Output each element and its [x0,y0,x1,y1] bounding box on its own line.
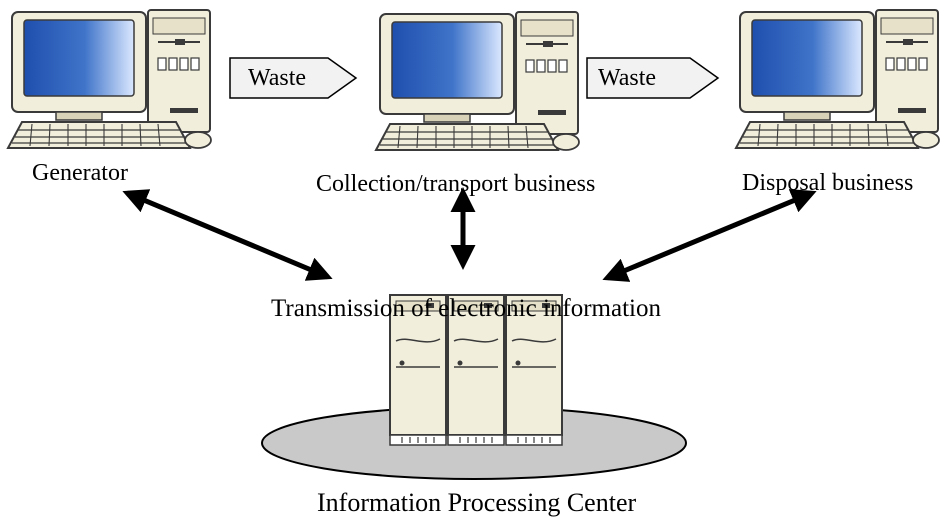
generator-label: Generator [32,160,128,186]
collection-transport-label: Collection/transport business [316,171,596,197]
transmission-label: Transmission of electronic information [271,295,661,322]
waste-flow-arrow-1 [229,57,358,99]
waste-flow-arrow-2 [586,57,720,99]
transmission-arrow-disposal [602,189,817,282]
transmission-arrow-generator [122,189,333,281]
desktop-computer-icon [735,9,940,149]
information-processing-center-label: Information Processing Center [317,488,637,517]
desktop-computer-icon [375,11,580,151]
waste-flow-label-1: Waste [248,65,307,91]
waste-flow-label-2: Waste [598,65,657,91]
disposal-label: Disposal business [742,170,914,196]
desktop-computer-icon [7,9,212,149]
